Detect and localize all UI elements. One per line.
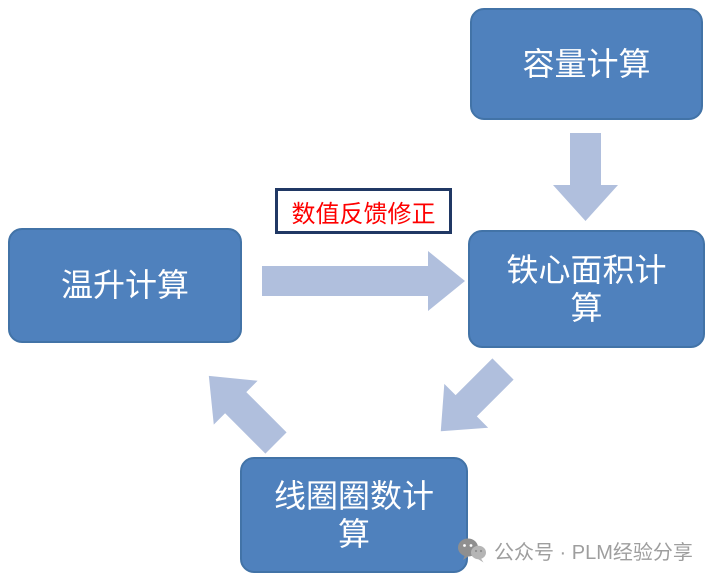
wechat-icon (458, 538, 486, 562)
arrow-core-to-coil (440, 358, 514, 432)
watermark: 公众号 · PLM经验分享 (457, 535, 693, 565)
node-core-area-calc: 铁心面积计算 (468, 230, 705, 348)
node-core-area-calc-label: 铁心面积计算 (506, 251, 667, 326)
node-capacity-calc: 容量计算 (470, 8, 703, 120)
node-capacity-calc-label: 容量计算 (522, 45, 651, 82)
watermark-text: 公众号 · PLM经验分享 (494, 541, 693, 564)
arrow-temp-to-core (262, 251, 465, 311)
node-temp-rise-calc: 温升计算 (8, 228, 242, 343)
arrow-capacity-to-core (553, 133, 618, 221)
arrow-coil-to-temp (208, 375, 287, 454)
feedback-correction-label: 数值反馈修正 (275, 188, 452, 234)
node-coil-turns-calc: 线圈圈数计算 (240, 457, 468, 573)
feedback-correction-text: 数值反馈修正 (291, 201, 436, 228)
node-temp-rise-calc-label: 温升计算 (60, 267, 189, 304)
node-coil-turns-calc-label: 线圈圈数计算 (273, 477, 434, 552)
